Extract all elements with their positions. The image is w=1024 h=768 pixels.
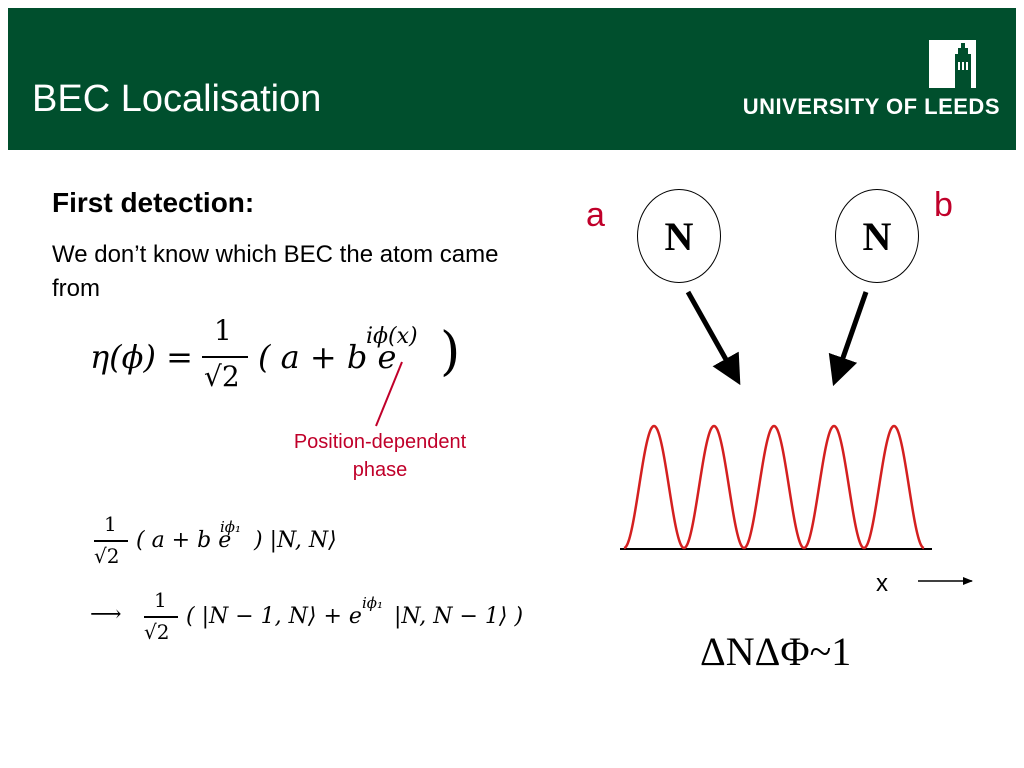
header-bar bbox=[8, 8, 1016, 150]
condensate-b: N bbox=[835, 189, 919, 283]
annotation-pointer bbox=[375, 361, 403, 427]
slide-title: BEC Localisation bbox=[32, 78, 322, 120]
tower-icon bbox=[929, 40, 976, 88]
state2-tail: |N, N − 1⟩ ) bbox=[394, 604, 524, 629]
section-heading: First detection: bbox=[52, 187, 255, 218]
x-axis-label: x bbox=[876, 570, 888, 597]
university-name: UNIVERSITY OF LEEDS bbox=[742, 94, 1000, 119]
state1-den: √2 bbox=[94, 544, 120, 568]
eta-fraction-bar bbox=[202, 356, 248, 358]
state1-bar bbox=[94, 540, 128, 542]
state1-superscript: iϕ₁ bbox=[220, 518, 242, 536]
state1-num: 1 bbox=[104, 512, 117, 536]
eta-superscript: iϕ(x) bbox=[366, 324, 418, 349]
state2-arrow: ⟶ bbox=[90, 602, 122, 627]
label-b: b bbox=[934, 186, 953, 224]
state2-bar bbox=[144, 616, 178, 618]
eta-close-paren: ) bbox=[440, 322, 461, 382]
eta-rhs: ( a + b e bbox=[258, 338, 397, 376]
eta-fraction-den: √2 bbox=[204, 360, 240, 393]
label-a: a bbox=[586, 196, 605, 234]
state1-tail: ) |N, N⟩ bbox=[254, 528, 337, 553]
state1-body: ( a + b e bbox=[136, 528, 232, 553]
state2-num: 1 bbox=[154, 588, 167, 612]
state2-superscript: iϕ₁ bbox=[362, 594, 384, 612]
eta-lhs: η(ϕ) = bbox=[90, 338, 193, 376]
condensate-a: N bbox=[637, 189, 721, 283]
interference-fringes bbox=[623, 424, 925, 550]
arrow-a bbox=[685, 290, 741, 386]
phase-annotation: Position-dependent phase bbox=[293, 431, 467, 481]
body-text: We don’t know which BEC the atom came fr… bbox=[52, 241, 499, 302]
university-logo bbox=[929, 40, 976, 88]
uncertainty-relation: ΔNΔΦ~1 bbox=[700, 629, 852, 674]
state2-body: ( |N − 1, N⟩ + e bbox=[186, 604, 362, 629]
state2-den: √2 bbox=[144, 620, 170, 644]
eta-fraction-num: 1 bbox=[214, 314, 232, 347]
arrow-b bbox=[828, 291, 869, 387]
